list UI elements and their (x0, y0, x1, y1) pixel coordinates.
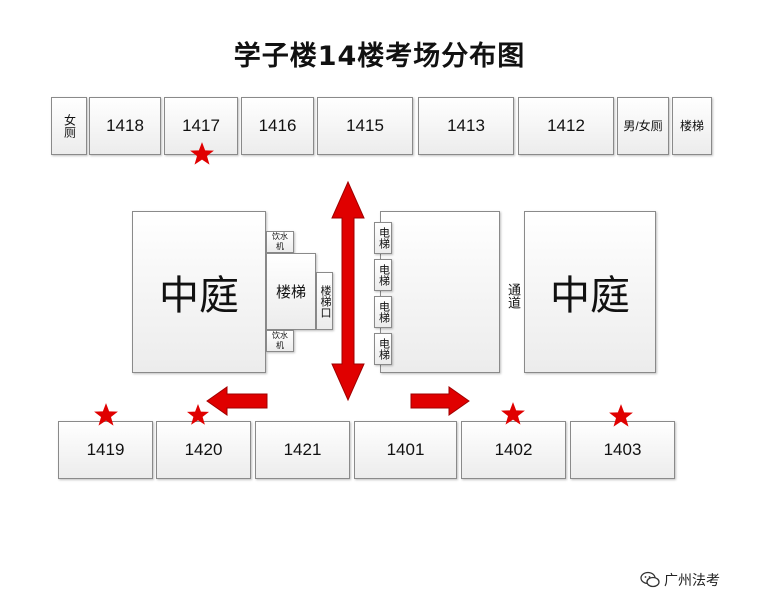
left-arrow-icon (206, 386, 268, 416)
room-1402: 1402 (461, 421, 566, 479)
stairs-middle: 楼梯 (266, 253, 316, 330)
wechat-icon (640, 571, 660, 588)
star-icon (93, 402, 119, 428)
star-icon (186, 403, 212, 429)
elevator-4: 电梯 (374, 333, 392, 365)
unisex-restroom: 男/女厕 (617, 97, 669, 155)
elevator-hall (380, 211, 500, 373)
room-1412: 1412 (518, 97, 614, 155)
watermark: 广州法考 (640, 570, 720, 590)
room-1413: 1413 (418, 97, 514, 155)
page-title: 学子楼14楼考场分布图 (233, 41, 526, 72)
room-1415: 1415 (317, 97, 413, 155)
room-1416: 1416 (241, 97, 314, 155)
water-dispenser-top: 饮水机 (266, 231, 294, 253)
room-1403: 1403 (570, 421, 675, 479)
courtyard-right: 中庭 (524, 211, 656, 373)
women-restroom: 女厕 (51, 97, 87, 155)
passage-label: 通道 (505, 283, 520, 309)
elevator-2: 电梯 (374, 259, 392, 291)
elevator-3: 电梯 (374, 296, 392, 328)
stairs-top: 楼梯 (672, 97, 712, 155)
room-1401: 1401 (354, 421, 457, 479)
star-icon (189, 141, 215, 167)
star-icon (608, 403, 634, 429)
room-1419: 1419 (58, 421, 153, 479)
star-icon (500, 401, 526, 427)
room-1421: 1421 (255, 421, 350, 479)
courtyard-left: 中庭 (132, 211, 266, 373)
elevator-1: 电梯 (374, 222, 392, 254)
room-1420: 1420 (156, 421, 251, 479)
room-1418: 1418 (89, 97, 161, 155)
watermark-text: 广州法考 (664, 573, 720, 589)
water-dispenser-bottom: 饮水机 (266, 330, 294, 352)
stair-exit: 楼梯口 (316, 272, 333, 330)
right-arrow-icon (410, 386, 470, 416)
vertical-double-arrow-icon (331, 180, 365, 402)
